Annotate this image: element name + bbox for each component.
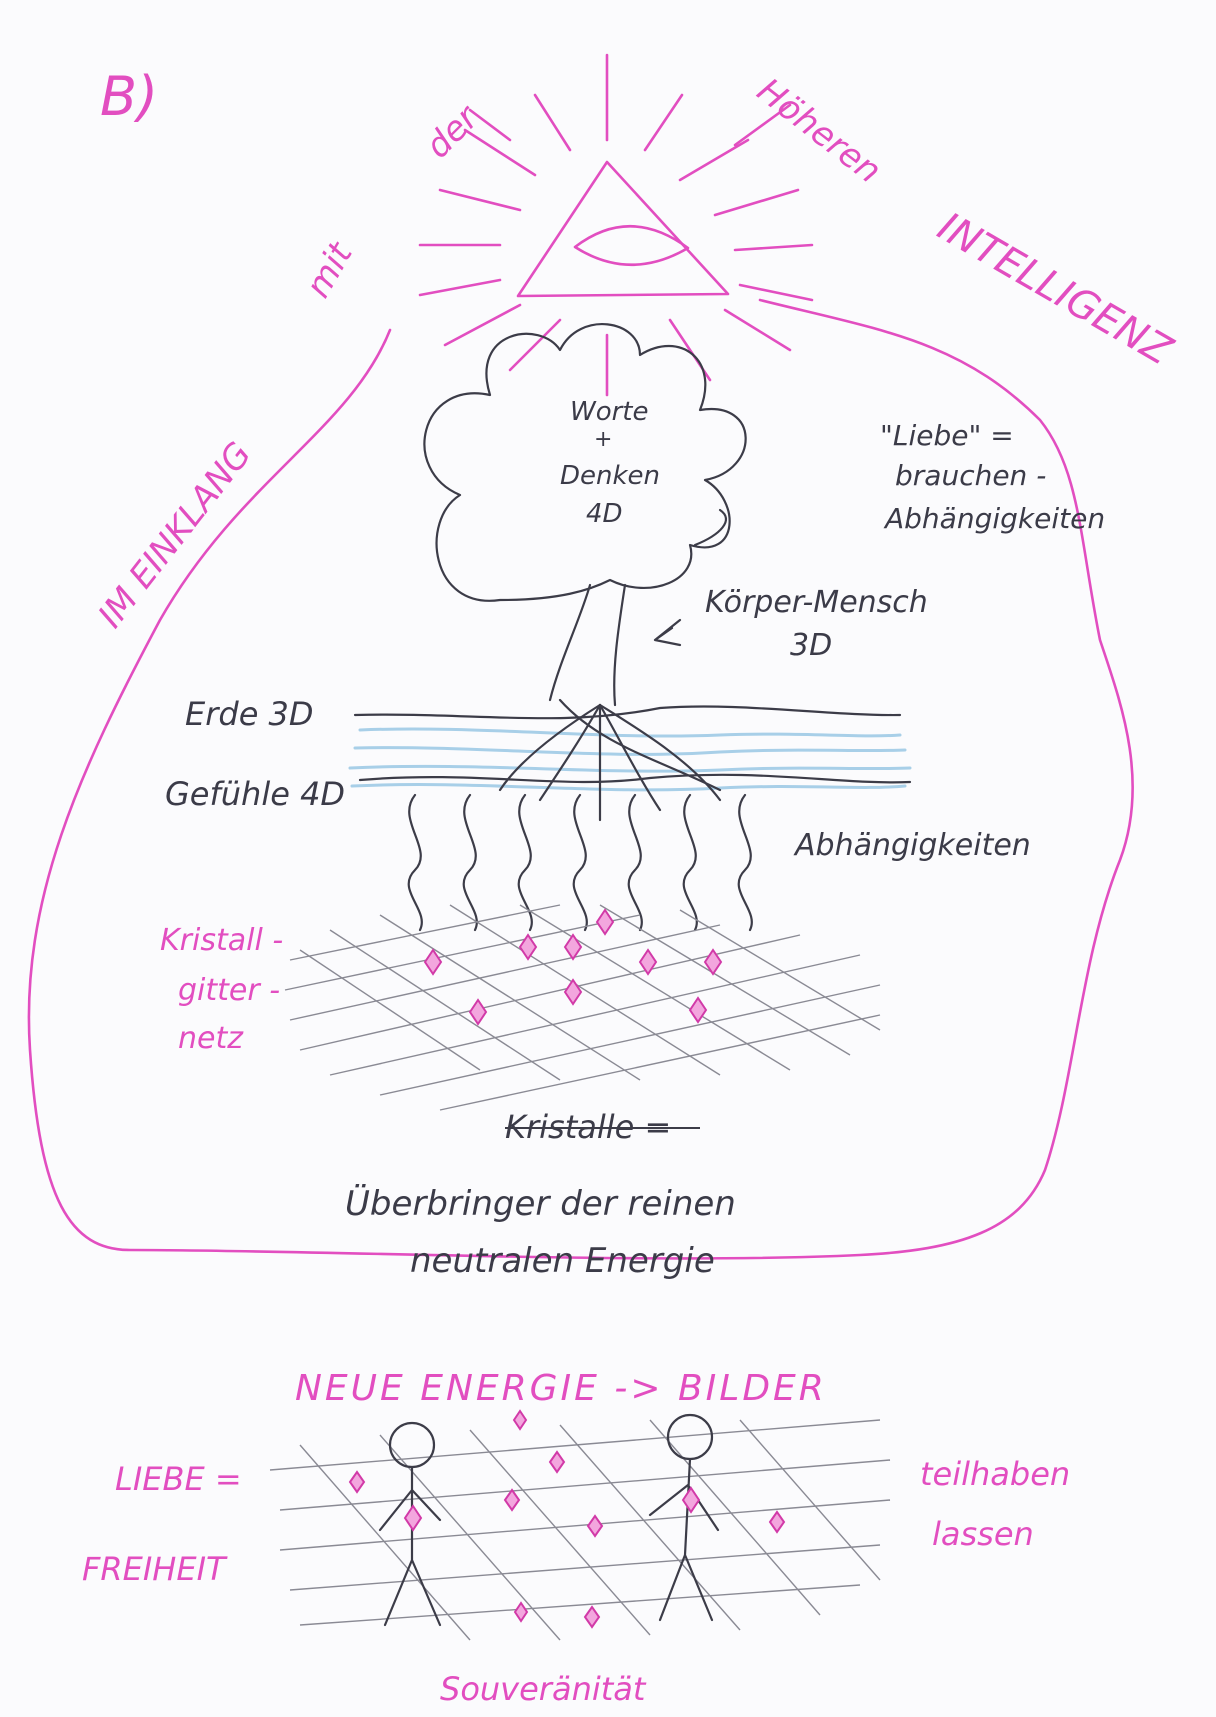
earth-line-2 xyxy=(360,775,910,783)
bottom-left-line-2: FREIHEIT xyxy=(82,1550,228,1588)
side-note-line-1: "Liebe" = xyxy=(880,419,1014,452)
crystal-grid-lines xyxy=(285,905,880,1110)
layer-dependencies-label: Abhängigkeiten xyxy=(793,828,1031,863)
sun-rays xyxy=(420,55,812,395)
arrow-to-body xyxy=(655,620,680,645)
earth-line xyxy=(355,706,900,718)
bottom-right-line-2: lassen xyxy=(932,1515,1034,1553)
side-note-line-2: brauchen - xyxy=(895,459,1046,492)
bottom-footer: Souveränität xyxy=(440,1670,647,1708)
crown-line-denken: Denken xyxy=(560,461,660,491)
arc-word-hoeheren: Höheren xyxy=(749,71,888,192)
crystal-grid-label-3: netz xyxy=(178,1021,244,1056)
side-note-line-3: Abhängigkeiten xyxy=(883,502,1105,535)
bottom-left-line-1: LIEBE = xyxy=(115,1460,242,1498)
layer-feelings-label: Gefühle 4D xyxy=(165,775,345,813)
crown-line-4d: 4D xyxy=(586,499,623,529)
tree-roots xyxy=(500,705,720,820)
arc-word-intelligenz: INTELLIGENZ xyxy=(930,204,1181,375)
crystal-grid-label-1: Kristall - xyxy=(160,923,283,958)
bottom-title: NEUE ENERGIE -> BILDER xyxy=(295,1368,827,1409)
page-label: B) xyxy=(100,65,158,128)
body-label-3d: 3D xyxy=(790,628,832,663)
arc-word-einklang: IM EINKLANG xyxy=(91,435,260,636)
crystals xyxy=(425,910,721,1024)
arc-word-mit: mit xyxy=(298,235,361,305)
crown-line-plus: + xyxy=(594,427,612,452)
feeling-loops xyxy=(409,795,752,930)
eye-triangle-symbol xyxy=(518,162,728,296)
layer-earth-label: Erde 3D xyxy=(185,695,314,733)
bottom-right-line-1: teilhaben xyxy=(920,1455,1070,1493)
body-label: Körper-Mensch xyxy=(705,585,928,620)
crystal-grid-label-2: gitter - xyxy=(178,973,280,1008)
bottom-grid-lines xyxy=(270,1420,890,1640)
tree-crown-curl xyxy=(695,510,726,545)
tree-trunk xyxy=(550,585,625,705)
crown-line-worte: Worte xyxy=(570,397,649,427)
caption-line-2: Überbringer der reinen xyxy=(345,1183,736,1224)
caption-line-3: neutralen Energie xyxy=(410,1241,715,1281)
arc-word-der: der xyxy=(418,97,488,167)
